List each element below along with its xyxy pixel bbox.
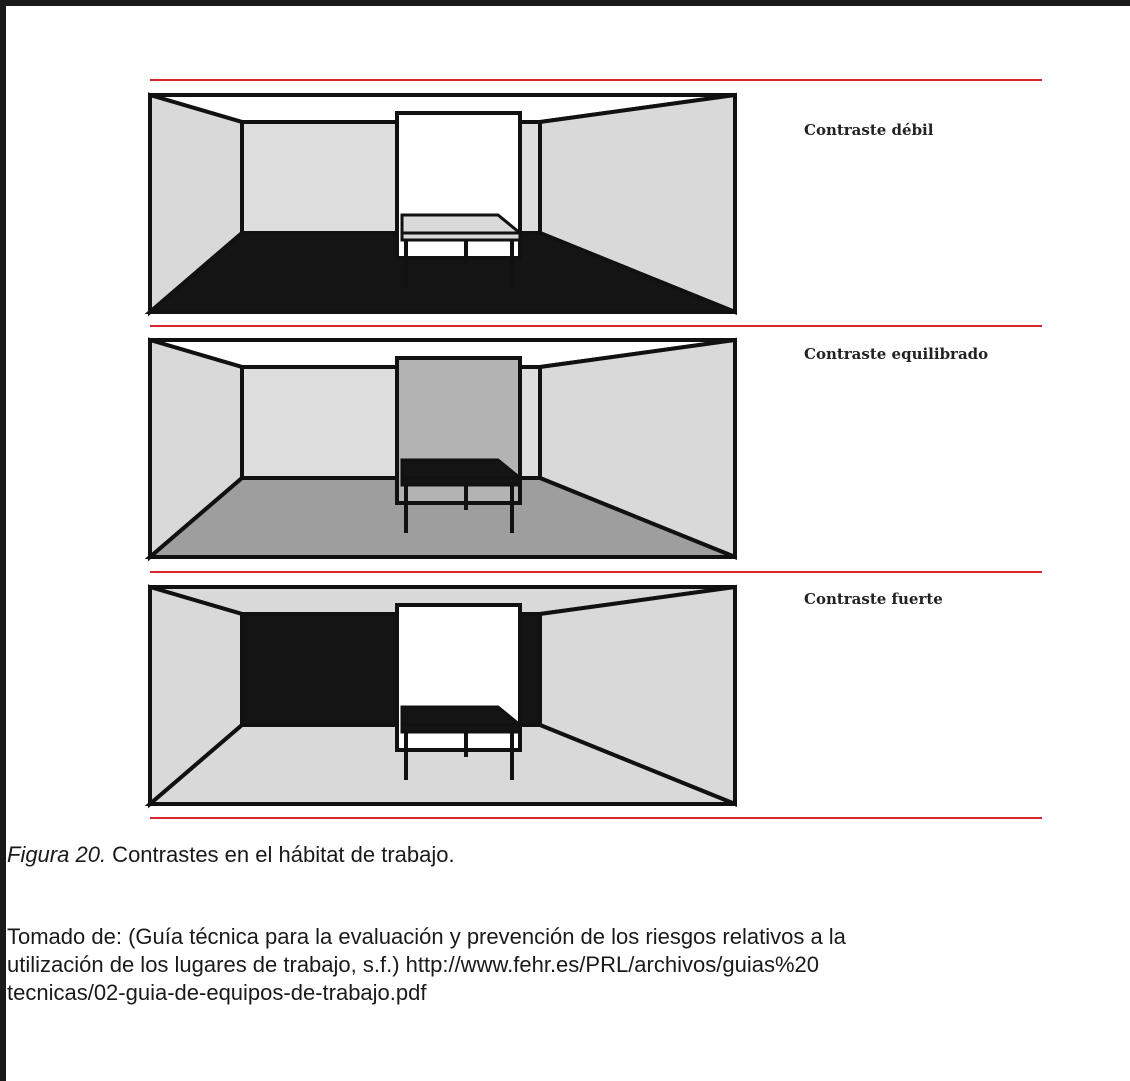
panel-1-table-top (400, 213, 525, 235)
panel-3-table-top (400, 705, 525, 727)
label-balanced-contrast: Contraste equilibrado (804, 345, 989, 363)
frame-top-border (0, 0, 1130, 6)
figure-caption: Figura 20. Contrastes en el hábitat de t… (7, 842, 455, 868)
source-line-1: Tomado de: (Guía técnica para la evaluac… (7, 924, 846, 949)
label-weak-contrast: Contraste débil (804, 121, 934, 139)
figure-caption-text: Contrastes en el hábitat de trabajo. (106, 842, 455, 867)
panel-1-floor (144, 231, 736, 314)
panel-1-table-apron (400, 231, 522, 242)
panel-2-table-top (400, 458, 525, 480)
frame-left-border (0, 0, 6, 1081)
panel-3-table-apron (400, 723, 522, 734)
room-illustrations (144, 79, 1042, 819)
source-line-3: tecnicas/02-guia-de-equipos-de-trabajo.p… (7, 980, 427, 1005)
source-citation: Tomado de: (Guía técnica para la evaluac… (7, 923, 1127, 1007)
panel-3-floor (144, 723, 736, 806)
figure-number: Figura 20. (7, 842, 107, 867)
label-strong-contrast: Contraste fuerte (804, 590, 943, 608)
panel-2-floor (144, 476, 736, 559)
source-line-2: utilización de los lugares de trabajo, s… (7, 952, 819, 977)
contrast-figure: Contraste débil Contraste equilibrado Co… (144, 79, 1042, 819)
panel-2-table-apron (400, 476, 522, 487)
